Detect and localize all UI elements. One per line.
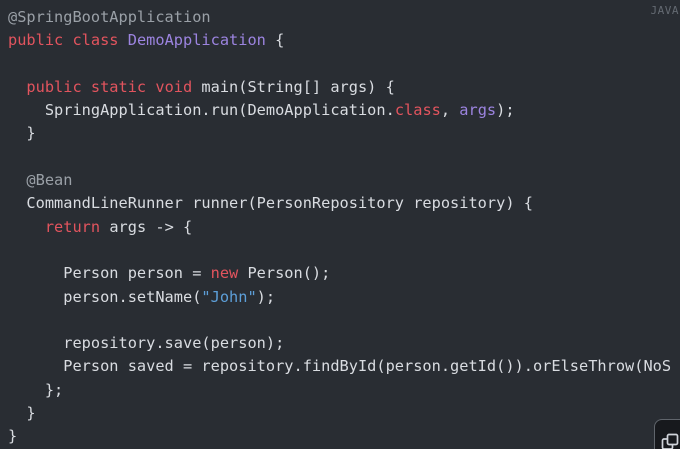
code-line: @SpringBootApplication [8,8,211,26]
code-line: } [8,427,18,446]
code-line: SpringApplication.run(DemoApplication.cl… [8,101,515,120]
code-line: } [8,124,36,143]
code-line [8,309,680,332]
language-label: JAVA [650,4,679,17]
code-line: } [8,404,36,423]
code-line: public static void main(String[] args) { [26,77,395,96]
code-line [8,53,680,76]
code-line: repository.save(person); [8,334,285,353]
code-line [8,146,680,169]
code-line: public class DemoApplication { [8,31,285,50]
code-line: person.setName("John"); [8,287,276,306]
code-line: CommandLineRunner runner(PersonRepositor… [8,194,533,213]
copy-icon [655,433,680,449]
code-line: Person saved = repository.findById(perso… [8,357,672,376]
code-line: Person person = new Person(); [8,264,331,283]
copy-button[interactable] [654,419,680,449]
code-line: return args -> { [44,217,193,236]
code-line: @Bean [8,171,73,190]
code-line: }; [8,380,64,399]
code-line [8,239,680,262]
